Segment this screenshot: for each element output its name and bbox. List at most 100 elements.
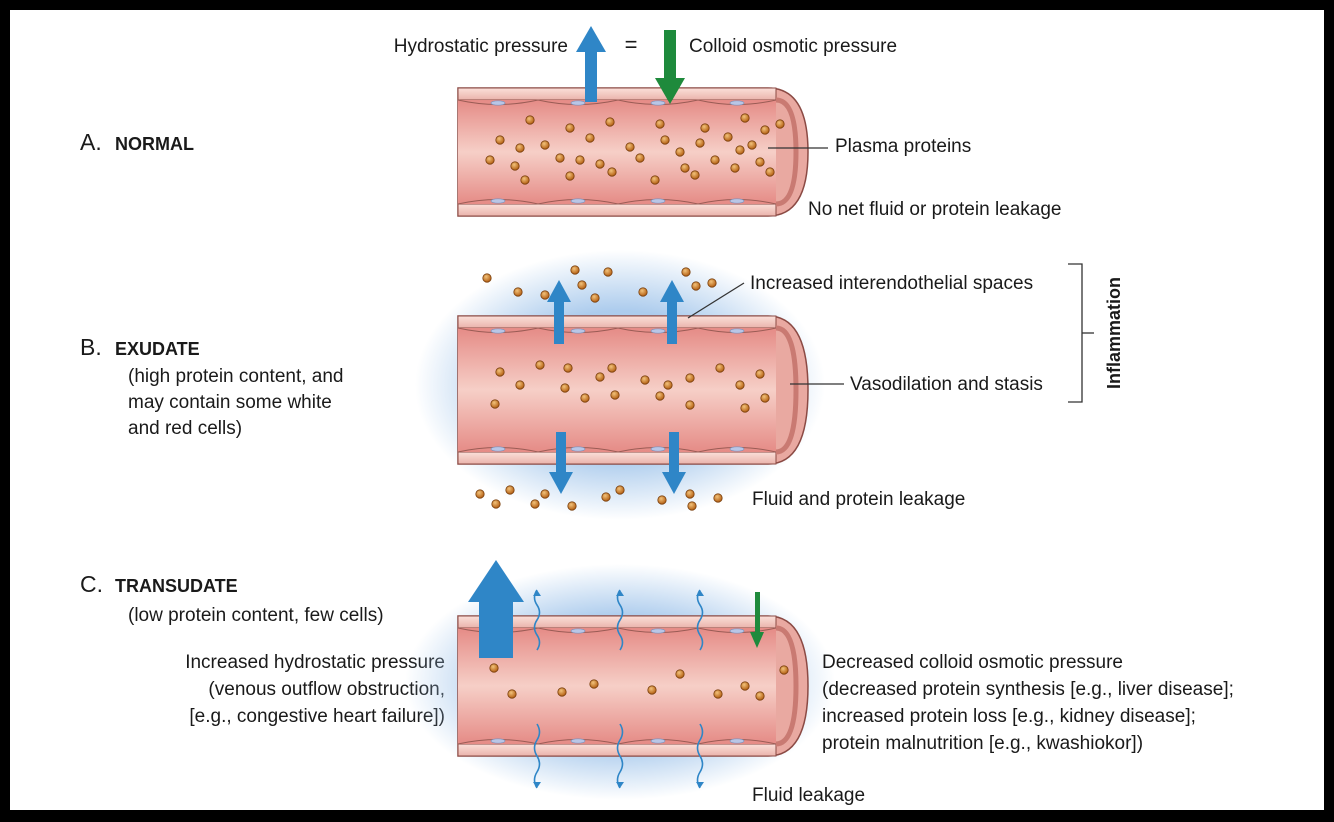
protein-dot	[590, 680, 598, 688]
protein-dot	[586, 134, 594, 142]
protein-dot	[636, 154, 644, 162]
protein-dot	[748, 141, 756, 149]
hydro-cause-1: Increased hydrostatic pressure	[185, 652, 445, 673]
protein-dot	[516, 381, 524, 389]
protein-dot	[641, 376, 649, 384]
protein-dot	[490, 664, 498, 672]
protein-dot	[571, 266, 579, 274]
protein-dot	[483, 274, 491, 282]
protein-dot	[731, 164, 739, 172]
protein-dot	[761, 394, 769, 402]
protein-dot	[536, 361, 544, 369]
protein-dot	[716, 364, 724, 372]
protein-dot	[741, 404, 749, 412]
protein-dot	[566, 124, 574, 132]
protein-dot	[566, 172, 574, 180]
protein-dot	[616, 486, 624, 494]
panel-b-letter: B.	[80, 334, 102, 360]
protein-dot	[756, 692, 764, 700]
protein-dot	[656, 120, 664, 128]
protein-dot	[661, 136, 669, 144]
protein-dot	[714, 494, 722, 502]
inflammation-label: Inflammation	[1104, 277, 1124, 389]
protein-dot	[578, 281, 586, 289]
colloid-cause-3: increased protein loss [e.g., kidney dis…	[822, 706, 1196, 727]
colloid-cause-4: protein malnutrition [e.g., kwashiokor])	[822, 733, 1143, 754]
panel-b-title: EXUDATE	[115, 339, 200, 359]
protein-dot	[711, 156, 719, 164]
panel-a-letter: A.	[80, 129, 102, 155]
protein-dot	[561, 384, 569, 392]
vasodilation-label: Vasodilation and stasis	[850, 374, 1043, 395]
hydro-cause-3: [e.g., congestive heart failure])	[189, 706, 445, 727]
panel-b: B. EXUDATE (high protein content, and ma…	[80, 250, 1124, 520]
inflammation-bracket	[1068, 264, 1082, 402]
colloid-cause-2: (decreased protein synthesis [e.g., live…	[822, 679, 1234, 700]
protein-dot	[602, 493, 610, 501]
panel-c-title: TRANSUDATE	[115, 576, 238, 596]
protein-dot	[514, 288, 522, 296]
protein-dot	[658, 496, 666, 504]
protein-dot	[604, 268, 612, 276]
protein-dot	[511, 162, 519, 170]
protein-dot	[591, 294, 599, 302]
protein-dot	[701, 124, 709, 132]
protein-dot	[766, 168, 774, 176]
protein-dot	[508, 690, 516, 698]
protein-dot	[506, 486, 514, 494]
protein-dot	[756, 370, 764, 378]
fluid-protein-leakage-label: Fluid and protein leakage	[752, 489, 965, 510]
protein-dot	[741, 682, 749, 690]
protein-dot	[714, 690, 722, 698]
protein-dot	[682, 268, 690, 276]
panel-b-desc-2: may contain some white	[128, 392, 332, 413]
protein-dot	[596, 160, 604, 168]
no-leakage-label: No net fluid or protein leakage	[808, 199, 1062, 220]
protein-dot	[611, 391, 619, 399]
protein-dot	[724, 133, 732, 141]
protein-dot	[541, 291, 549, 299]
colloid-cause-1: Decreased colloid osmotic pressure	[822, 652, 1123, 673]
protein-dot	[696, 139, 704, 147]
edema-diagram: A. NORMAL Hydrostatic pressure = Colloid…	[10, 10, 1324, 810]
protein-dot	[608, 364, 616, 372]
protein-dot	[476, 490, 484, 498]
protein-dot	[651, 176, 659, 184]
protein-dot	[556, 154, 564, 162]
panel-c-desc: (low protein content, few cells)	[128, 605, 384, 626]
vessel-a	[458, 88, 808, 216]
protein-dot	[639, 288, 647, 296]
protein-dot	[736, 381, 744, 389]
protein-dot	[568, 502, 576, 510]
protein-dot	[656, 392, 664, 400]
protein-dot	[776, 120, 784, 128]
protein-dot	[756, 158, 764, 166]
protein-dot	[676, 670, 684, 678]
spaces-label: Increased interendothelial spaces	[750, 273, 1033, 294]
protein-dot	[486, 156, 494, 164]
protein-dot	[526, 116, 534, 124]
protein-dot	[691, 171, 699, 179]
protein-dot	[648, 686, 656, 694]
protein-dot	[686, 490, 694, 498]
protein-dot	[692, 282, 700, 290]
protein-dot	[686, 401, 694, 409]
protein-dot	[564, 364, 572, 372]
panel-a-title: NORMAL	[115, 134, 194, 154]
panel-b-desc-3: and red cells)	[128, 418, 242, 439]
protein-dot	[761, 126, 769, 134]
vessel-a-lumen	[458, 100, 776, 204]
protein-dot	[576, 156, 584, 164]
vessel-b	[458, 316, 808, 464]
protein-dot	[541, 141, 549, 149]
protein-dot	[608, 168, 616, 176]
protein-dot	[780, 666, 788, 674]
panel-c-letter: C.	[80, 571, 103, 597]
protein-dot	[496, 136, 504, 144]
protein-dot	[558, 688, 566, 696]
fluid-leakage-label: Fluid leakage	[752, 785, 865, 806]
protein-dot	[606, 118, 614, 126]
protein-dot	[676, 148, 684, 156]
protein-dot	[581, 394, 589, 402]
plasma-proteins-label: Plasma proteins	[835, 136, 971, 157]
